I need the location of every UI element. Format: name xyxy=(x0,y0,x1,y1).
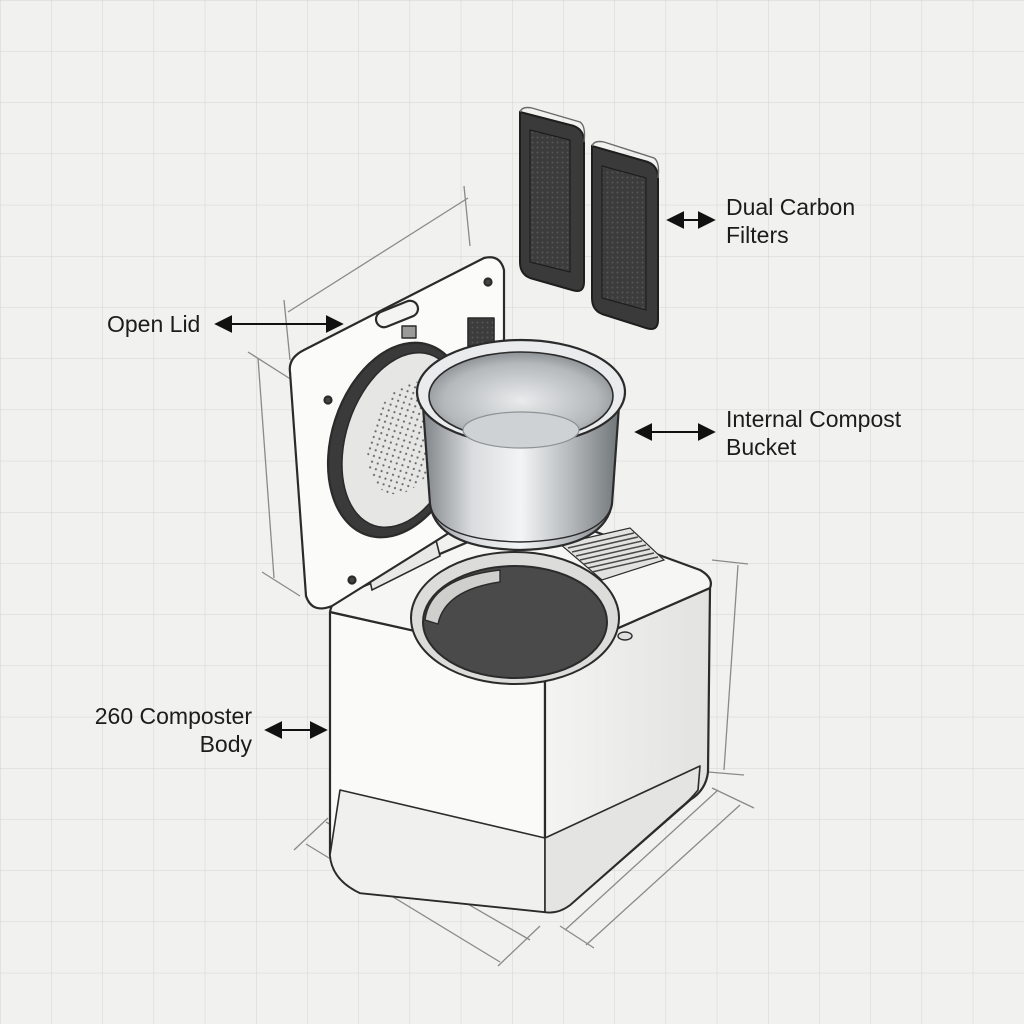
carbon-filter-right xyxy=(591,140,660,330)
label-body-line1: 260 Composter xyxy=(94,703,252,729)
bucket-opening xyxy=(410,551,633,685)
label-bucket-line2: Bucket xyxy=(726,434,797,460)
label-composter-body: 260 Composter Body xyxy=(60,702,252,758)
label-open-lid: Open Lid xyxy=(107,310,200,338)
top-vent xyxy=(558,527,666,581)
label-lid-line1: Open Lid xyxy=(107,311,201,337)
internal-compost-bucket xyxy=(415,338,627,552)
label-bucket-line1: Internal Compost xyxy=(726,406,902,432)
label-filters-line2: Filters xyxy=(726,222,789,248)
label-dual-carbon-filters: Dual Carbon Filters xyxy=(726,193,855,249)
label-body-line2: Body xyxy=(199,731,252,757)
carbon-filter-left xyxy=(519,106,586,292)
label-filters-line1: Dual Carbon xyxy=(726,194,856,220)
label-internal-compost-bucket: Internal Compost Bucket xyxy=(726,405,901,461)
